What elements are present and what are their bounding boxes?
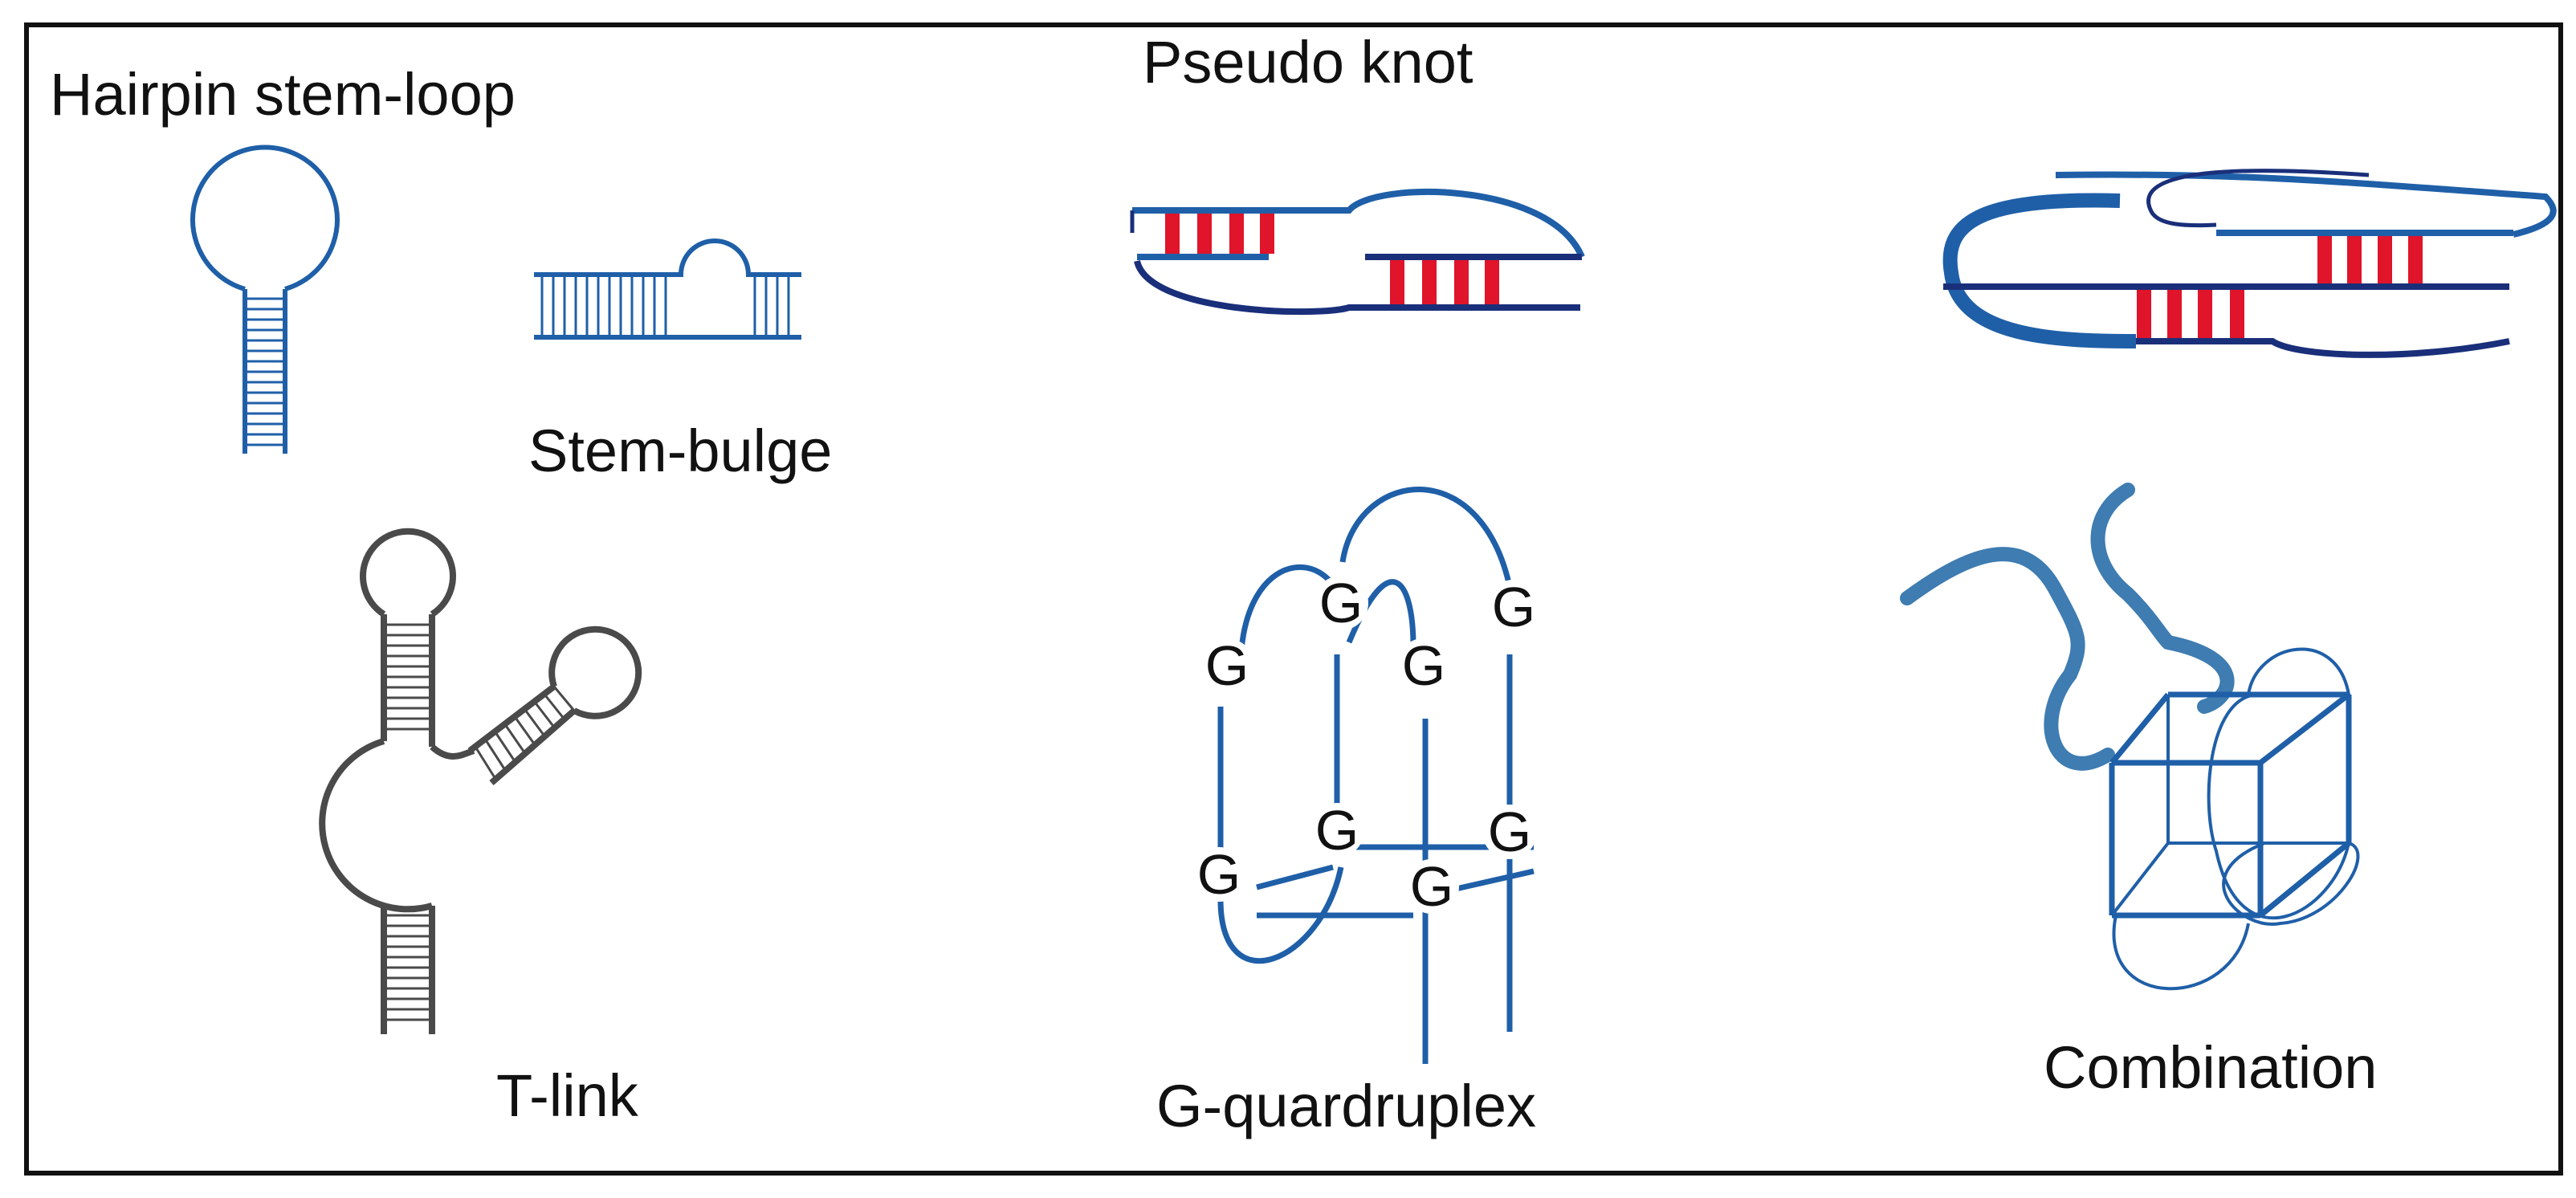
guanine-letter: G xyxy=(1315,799,1359,862)
stem-bulge xyxy=(534,238,801,340)
g-letter-background xyxy=(1314,576,1368,630)
hairpin-stem-loop-label: Hairpin stem-loop xyxy=(50,61,516,128)
base-pair-rung xyxy=(533,700,556,729)
g-letter-background xyxy=(1192,847,1246,902)
hairpin-stem-loop xyxy=(190,145,340,454)
g-letter-background xyxy=(1310,803,1364,858)
base-pair-rung xyxy=(552,686,576,711)
t-link-structure xyxy=(319,528,642,1034)
guanine-letter: G xyxy=(1402,634,1445,697)
base-pair-rung xyxy=(494,731,516,763)
g-letter-background xyxy=(1486,580,1541,634)
figure-frame xyxy=(24,22,2563,1176)
guanine-letter: G xyxy=(1319,572,1363,634)
g-letter-background xyxy=(1200,638,1254,693)
pseudo-knot-label: Pseudo knot xyxy=(1143,29,1473,96)
pseudo-knot-structure-1 xyxy=(1130,189,1585,316)
guanine-letter: G xyxy=(1410,855,1453,918)
guanine-letter: G xyxy=(1205,634,1249,697)
base-pair-rung xyxy=(543,693,565,720)
base-pair-rung xyxy=(483,738,507,772)
base-pair-rung xyxy=(503,723,526,754)
base-pair-rung xyxy=(474,746,497,780)
stem-bulge-label: Stem-bulge xyxy=(528,418,832,484)
guanine-letter: G xyxy=(1197,843,1241,906)
guanine-letter: G xyxy=(1488,801,1531,863)
t-link-label: T-link xyxy=(496,1062,639,1129)
g-quadruplex-label: G-quardruplex xyxy=(1156,1073,1536,1139)
base-pair-rung xyxy=(524,708,546,737)
g-letter-background xyxy=(1482,805,1537,859)
pseudo-knot-structure-2 xyxy=(1942,169,2557,358)
combination-structure xyxy=(1900,483,2360,991)
g-letter-background xyxy=(1396,638,1451,693)
guanine-letter: G xyxy=(1492,576,1535,638)
base-pair-rung xyxy=(513,715,536,746)
combination-label: Combination xyxy=(2044,1034,2377,1101)
g-letter-background xyxy=(1404,859,1459,914)
